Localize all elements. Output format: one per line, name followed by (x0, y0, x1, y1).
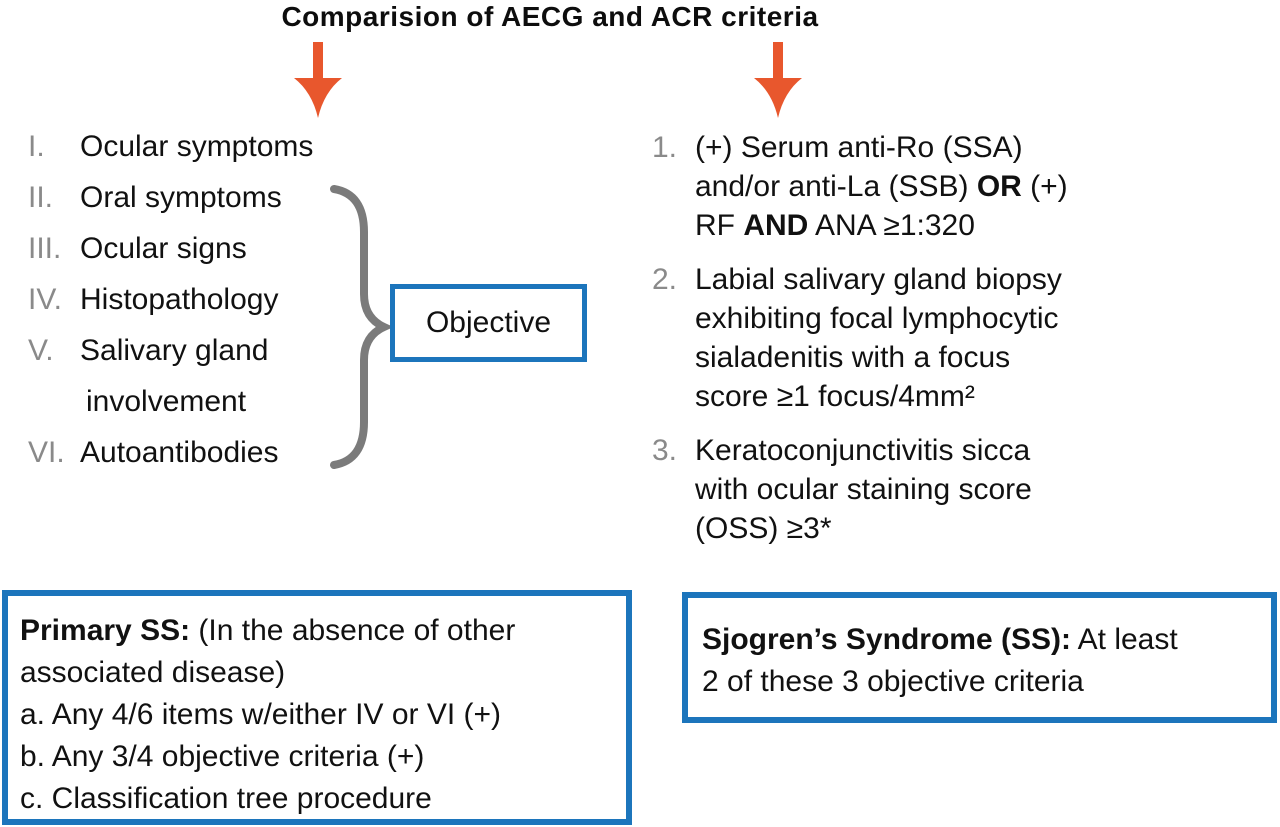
list-item: 3. Keratoconjunctivitis sicca with ocula… (652, 431, 1068, 548)
item-text: Histopathology (80, 274, 278, 325)
list-item: IV. Histopathology (28, 274, 313, 325)
item-numeral: II. (28, 181, 54, 214)
item-text: Ocular symptoms (80, 121, 313, 172)
text-line: c. Classification tree procedure (20, 782, 432, 815)
item-text: Oral symptoms (80, 172, 282, 223)
text-line: Salivary gland (80, 334, 269, 367)
item-numeral: III. (28, 232, 62, 265)
text-segment: RF (695, 209, 744, 242)
text-line: (+) Serum anti-Ro (SSA) (695, 131, 1023, 164)
list-item: II. Oral symptoms (28, 172, 313, 223)
item-text: Salivary gland involvement (80, 325, 268, 427)
text-line: 2 of these 3 objective criteria (702, 665, 1084, 698)
text-line: score ≥1 focus/4mm² (695, 380, 975, 413)
item-text: Autoantibodies (80, 427, 279, 478)
item-number: 1. (652, 131, 678, 164)
objective-box: Objective (390, 284, 587, 362)
aecg-criteria-list: I. Ocular symptoms II. Oral symptoms III… (28, 121, 313, 478)
text-line: Autoantibodies (80, 436, 279, 469)
text-segment: ANA ≥1:320 (808, 209, 975, 242)
text-line: a. Any 4/6 items w/either IV or VI (+) (20, 698, 502, 731)
list-item: VI. Autoantibodies (28, 427, 313, 478)
text-line: Primary SS: (In the absence of other (20, 610, 626, 652)
item-text: (+) Serum anti-Ro (SSA) and/or anti-La (… (695, 128, 1068, 245)
arrow-down-icon-right (754, 42, 802, 118)
list-item: 2. Labial salivary gland biopsy exhibiti… (652, 260, 1068, 416)
bold-text: AND (743, 209, 809, 242)
acr-criteria-list: 1. (+) Serum anti-Ro (SSA) and/or anti-L… (652, 128, 1068, 563)
item-numeral: V. (28, 334, 54, 367)
text-line: Labial salivary gland biopsy (695, 263, 1062, 296)
text-line: Ocular signs (80, 232, 247, 265)
text-line: Oral symptoms (80, 181, 282, 214)
primary-ss-box: Primary SS: (In the absence of other ass… (2, 590, 632, 825)
item-text: Labial salivary gland biopsy exhibiting … (695, 260, 1062, 416)
item-number: 3. (652, 434, 678, 467)
text-line: and/or anti-La (SSB) OR (+) (695, 167, 1068, 206)
text-line: RF AND ANA ≥1:320 (695, 206, 1068, 245)
bold-text: OR (976, 170, 1022, 203)
text-line: (OSS) ≥3* (695, 512, 832, 545)
curly-brace (330, 185, 390, 469)
list-item: 1. (+) Serum anti-Ro (SSA) and/or anti-L… (652, 128, 1068, 245)
text-line: Histopathology (80, 283, 279, 316)
list-item: III. Ocular signs (28, 223, 313, 274)
text-line: associated disease) (20, 656, 286, 689)
text-line: exhibiting focal lymphocytic (695, 302, 1059, 335)
text-line: with ocular staining score (695, 473, 1032, 506)
text-segment: (+) (1021, 170, 1068, 203)
arrow-down-icon-left (294, 42, 342, 118)
text-segment: and/or anti-La (SSB) (695, 170, 977, 203)
objective-label: Objective (425, 306, 552, 339)
bold-text: Sjogren’s Syndrome (SS): (702, 623, 1071, 656)
item-text: Ocular signs (80, 223, 247, 274)
item-numeral: VI. (28, 436, 65, 469)
item-number: 2. (652, 263, 678, 296)
text-line: b. Any 3/4 objective criteria (+) (20, 740, 425, 773)
sjogrens-syndrome-box: Sjogren’s Syndrome (SS): At least 2 of t… (682, 592, 1277, 723)
item-numeral: IV. (28, 283, 62, 316)
text-line: Ocular symptoms (80, 130, 314, 163)
figure-title: Comparision of AECG and ACR criteria (281, 1, 819, 32)
text-line: Sjogren’s Syndrome (SS): At least (702, 619, 1271, 661)
text-line: involvement (86, 385, 247, 418)
list-item: V. Salivary gland involvement (28, 325, 313, 427)
item-text: Keratoconjunctivitis sicca with ocular s… (695, 431, 1032, 548)
list-item: I. Ocular symptoms (28, 121, 313, 172)
text-segment: (In the absence of other (190, 614, 516, 647)
text-segment: At least (1070, 623, 1178, 656)
bold-text: Primary SS: (20, 614, 191, 647)
text-line: sialadenitis with a focus (695, 341, 1011, 374)
item-numeral: I. (28, 130, 45, 163)
text-line: Keratoconjunctivitis sicca (695, 434, 1031, 467)
